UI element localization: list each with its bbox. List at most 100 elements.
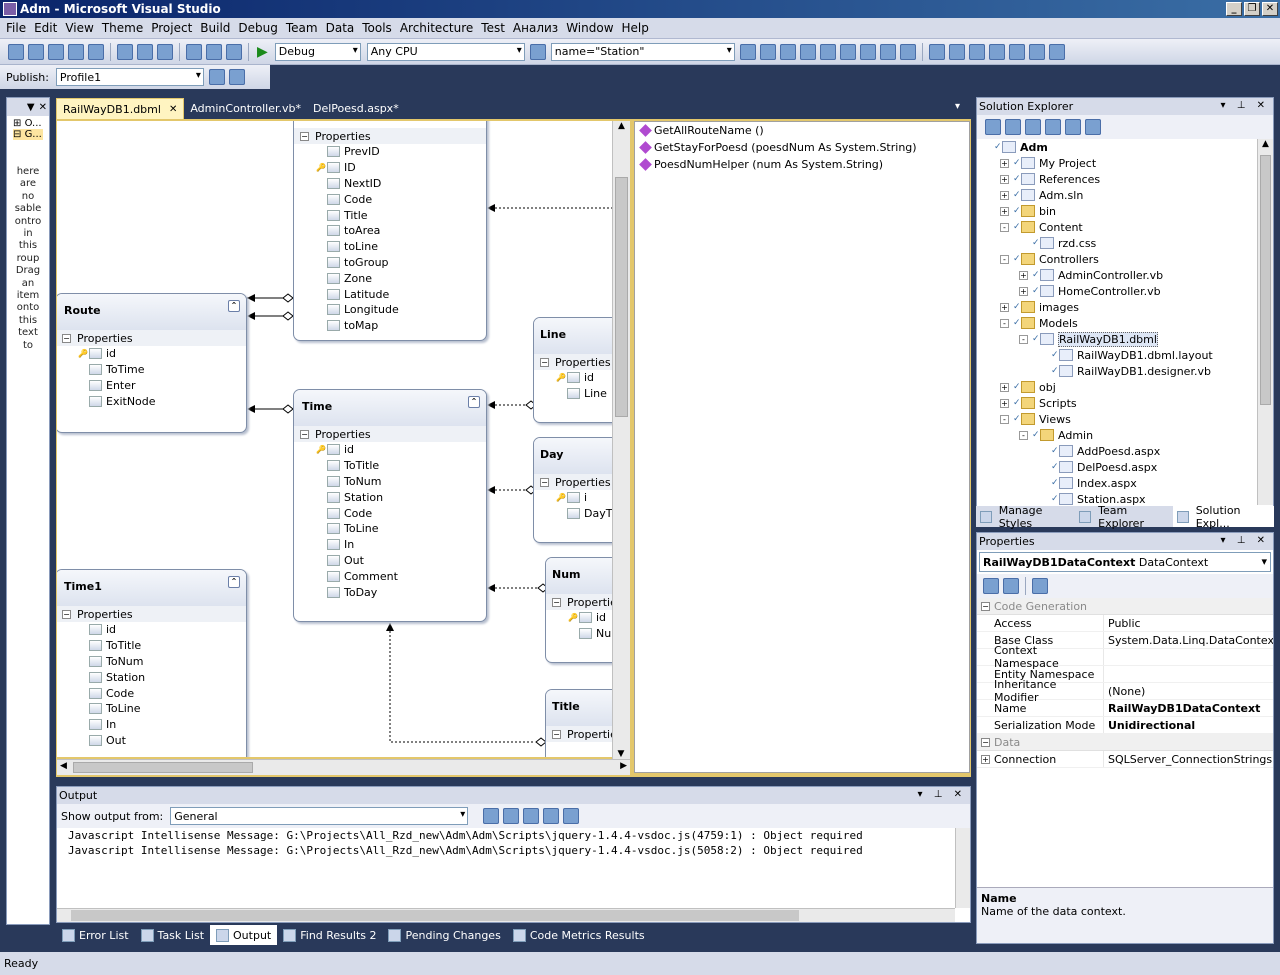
publish-icon[interactable]	[208, 69, 225, 85]
expander-icon[interactable]: -	[1019, 334, 1028, 344]
property-row[interactable]: toMap	[294, 318, 486, 334]
se-tab[interactable]: Team Explorer	[1075, 504, 1173, 530]
menu-item-help[interactable]: Help	[621, 21, 649, 35]
properties-header[interactable]: −Properties	[534, 354, 612, 370]
view-designer-icon[interactable]	[1065, 119, 1081, 135]
tree-item[interactable]: -✓Views	[981, 411, 1273, 427]
close-button[interactable]: ✕	[1262, 2, 1278, 16]
menu-item-tools[interactable]: Tools	[362, 21, 392, 35]
properties-header[interactable]: −Properties	[57, 606, 246, 622]
collapse-icon[interactable]: −	[981, 737, 990, 747]
scroll-right-icon[interactable]: ▶	[620, 761, 627, 771]
property-row[interactable]: Station	[294, 489, 486, 505]
scroll-left-icon[interactable]: ◀	[60, 761, 67, 771]
expander-icon[interactable]: +	[1000, 206, 1009, 216]
tree-item[interactable]: +✓AdminController.vb	[981, 267, 1273, 283]
expander-icon[interactable]: +	[1000, 382, 1009, 392]
category-code-generation[interactable]: −Code Generation	[977, 598, 1273, 615]
category-data[interactable]: −Data	[977, 734, 1273, 751]
properties-icon[interactable]	[985, 119, 1001, 135]
property-row[interactable]: 🔑i	[534, 490, 612, 506]
output-horizontal-scrollbar[interactable]	[57, 908, 955, 922]
output-icon[interactable]	[879, 43, 896, 60]
tree-item[interactable]: -✓RailWayDB1.dbml	[981, 331, 1273, 347]
property-row[interactable]: Code	[294, 191, 486, 207]
property-row[interactable]: ToNum	[294, 474, 486, 490]
start-debug-icon[interactable]: ▶	[257, 43, 268, 60]
property-row[interactable]: ToLine	[294, 521, 486, 537]
property-row[interactable]: DayT	[534, 506, 612, 522]
se-tab[interactable]: Solution Expl...	[1173, 504, 1274, 530]
tree-item[interactable]: ✓RailWayDB1.dbml.layout	[981, 347, 1273, 363]
menu-item-window[interactable]: Window	[566, 21, 614, 35]
tree-item[interactable]: +✓obj	[981, 379, 1273, 395]
property-row[interactable]: 🔑ID	[294, 160, 486, 176]
tree-item[interactable]: +✓Adm.sln	[981, 187, 1273, 203]
bottom-tab[interactable]: Code Metrics Results	[507, 925, 651, 945]
property-row[interactable]: NextID	[294, 176, 486, 192]
tree-item[interactable]: -✓Controllers	[981, 251, 1273, 267]
tree-item[interactable]: -✓Content	[981, 219, 1273, 235]
methods-pane[interactable]: GetAllRouteName () GetStayForPoesd (poes…	[634, 121, 970, 773]
collapse-icon[interactable]: −	[62, 333, 71, 343]
property-row[interactable]: Latitude	[294, 286, 486, 302]
property-row[interactable]: ToTitle	[294, 458, 486, 474]
menu-item-build[interactable]: Build	[200, 21, 231, 35]
pin-icon[interactable]: ▼	[26, 101, 35, 113]
menu-item-project[interactable]: Project	[151, 21, 193, 35]
find-icon[interactable]	[529, 43, 546, 60]
expand-icon[interactable]: +	[981, 754, 990, 764]
publish-settings-icon[interactable]	[228, 69, 245, 85]
refresh-icon[interactable]	[1025, 119, 1041, 135]
collapse-entity-icon[interactable]: ⌃	[228, 300, 240, 312]
property-row[interactable]: Longitude	[294, 302, 486, 318]
toolbox-icon[interactable]	[819, 43, 836, 60]
collapse-icon[interactable]: −	[62, 609, 71, 619]
properties-icon[interactable]	[779, 43, 796, 60]
se-tab[interactable]: Manage Styles	[976, 504, 1075, 530]
config-select[interactable]: Debug	[274, 42, 361, 61]
object-selector[interactable]: RailWayDB1DataContext DataContext	[979, 552, 1271, 572]
property-row[interactable]: PrevID	[294, 144, 486, 160]
categorized-icon[interactable]	[983, 578, 999, 594]
menu-item-анализ[interactable]: Анализ	[512, 21, 559, 35]
property-row[interactable]: 🔑id	[294, 442, 486, 458]
tree-item[interactable]: ✓RailWayDB1.designer.vb	[981, 363, 1273, 379]
tools-icon[interactable]	[839, 43, 856, 60]
window-icon[interactable]	[899, 43, 916, 60]
expander-icon[interactable]: +	[1000, 190, 1009, 200]
property-row[interactable]: Context Namespace	[977, 644, 1273, 670]
properties-header[interactable]: −Properties	[534, 474, 612, 490]
property-row[interactable]: In	[57, 717, 246, 733]
tree-item[interactable]: ✓Index.aspx	[981, 475, 1273, 491]
find-message-icon[interactable]	[483, 808, 500, 824]
expander-icon[interactable]: -	[1000, 414, 1009, 424]
property-row[interactable]: 🔑id	[57, 346, 246, 362]
doc-tab[interactable]: RailWayDB1.dbml✕	[56, 98, 185, 119]
menu-item-view[interactable]: View	[65, 21, 94, 35]
menu-item-team[interactable]: Team	[285, 21, 318, 35]
refresh-icon[interactable]	[1048, 43, 1065, 60]
checkout-icon[interactable]	[988, 43, 1005, 60]
collapse-icon[interactable]: −	[981, 601, 990, 611]
expander-icon[interactable]: -	[1019, 430, 1028, 440]
properties-header[interactable]: −Properties	[57, 330, 246, 346]
bottom-tab[interactable]: Pending Changes	[382, 925, 506, 945]
tree-item[interactable]: ✓Station.aspx	[981, 491, 1273, 505]
bottom-tab[interactable]: Error List	[56, 925, 135, 945]
next-message-icon[interactable]	[523, 808, 540, 824]
bookmark-icon[interactable]	[928, 43, 945, 60]
doc-tab[interactable]: AdminController.vb*	[184, 98, 307, 119]
expander-icon[interactable]: -	[1000, 318, 1009, 328]
doc-tab[interactable]: DelPoesd.aspx*	[307, 98, 405, 119]
canvas-horizontal-scrollbar[interactable]: ◀ ▶	[57, 759, 630, 775]
paste-icon[interactable]	[157, 43, 173, 60]
new-project-icon[interactable]	[8, 43, 24, 60]
